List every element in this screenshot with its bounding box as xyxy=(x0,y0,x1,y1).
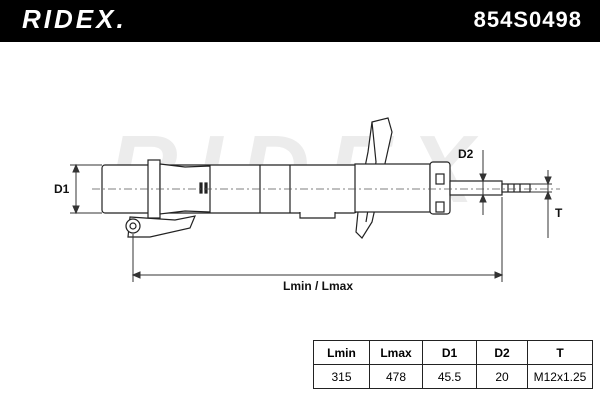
shock-absorber-drawing: RIDEX xyxy=(54,116,563,293)
spec-value-d2: 20 xyxy=(476,364,528,389)
spec-header-lmin: Lmin xyxy=(313,340,370,365)
d1-dimension xyxy=(70,163,102,215)
spec-header-lmax: Lmax xyxy=(369,340,423,365)
spec-value-d1: 45.5 xyxy=(422,364,477,389)
d1-label: D1 xyxy=(54,182,70,196)
spec-header-t: T xyxy=(527,340,593,365)
spec-table: Lmin Lmax D1 D2 T 315 478 45.5 20 M12x1.… xyxy=(313,340,593,389)
spec-value-row: 315 478 45.5 20 M12x1.25 xyxy=(313,364,593,389)
spec-value-t: M12x1.25 xyxy=(527,364,593,389)
d2-dimension xyxy=(479,150,487,215)
spec-header-row: Lmin Lmax D1 D2 T xyxy=(313,340,593,365)
spec-value-lmax: 478 xyxy=(369,364,423,389)
length-label: Lmin / Lmax xyxy=(283,279,353,293)
part-number: 854S0498 xyxy=(473,7,582,32)
spec-value-lmin: 315 xyxy=(313,364,370,389)
t-dimension xyxy=(530,170,552,238)
header-bar: RIDEX. 854S0498 xyxy=(0,0,600,42)
strut-body xyxy=(101,117,531,239)
t-label: T xyxy=(555,206,563,220)
spec-header-d1: D1 xyxy=(422,340,477,365)
length-dimension xyxy=(131,197,504,282)
brand-logo: RIDEX. xyxy=(22,4,127,34)
spec-header-d2: D2 xyxy=(476,340,528,365)
d2-label: D2 xyxy=(458,147,474,161)
